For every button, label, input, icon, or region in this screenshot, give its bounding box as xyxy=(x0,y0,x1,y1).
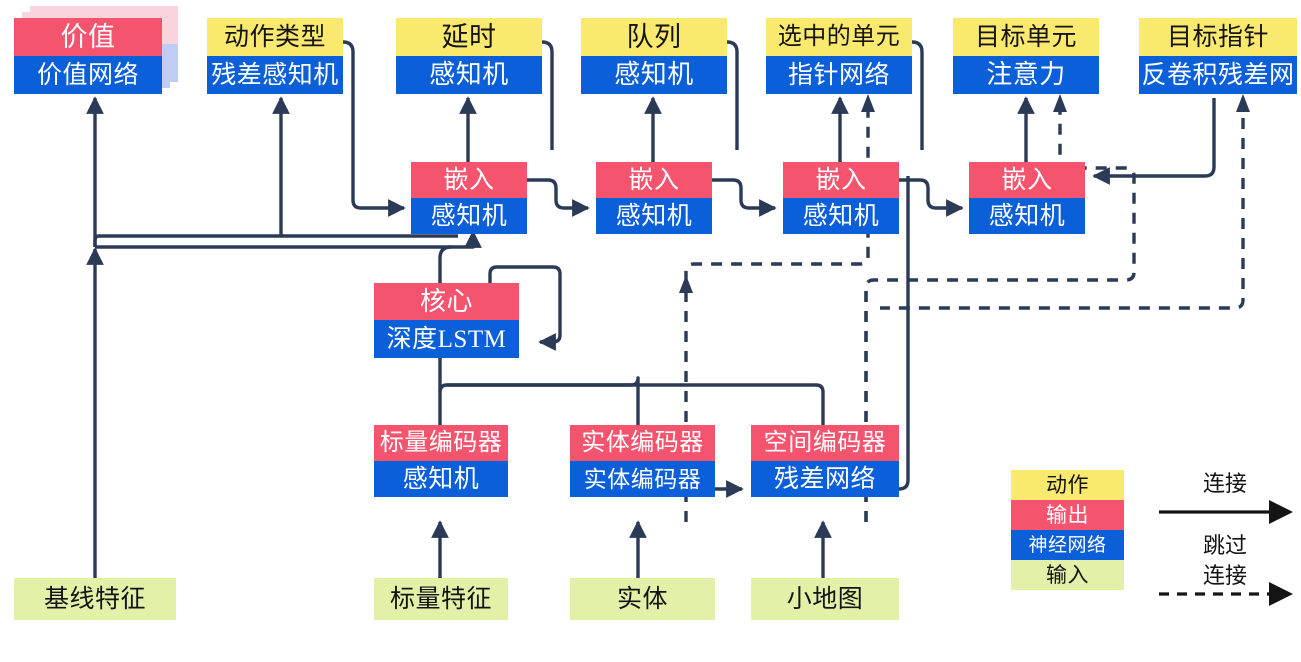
edge-selectedunits-to-embed4 xyxy=(911,40,924,150)
edge-spatialenc-to-targetpoint xyxy=(898,176,910,491)
node-value-top: 价值 xyxy=(14,18,162,56)
node-embed-4-top: 嵌入 xyxy=(969,162,1085,198)
edge-spatialenc-to-bus xyxy=(447,383,825,425)
edge-encoders-merge-bus xyxy=(438,376,640,425)
node-input-scalar-features[interactable]: 标量特征 xyxy=(374,578,508,620)
node-embed-1[interactable]: 嵌入 感知机 xyxy=(411,162,527,234)
node-embed-1-top: 嵌入 xyxy=(411,162,527,198)
node-target-unit[interactable]: 目标单元 注意力 xyxy=(953,18,1099,94)
node-queue-bottom: 感知机 xyxy=(581,56,727,94)
node-selected-units-bottom: 指针网络 xyxy=(766,56,912,94)
node-delay-top: 延时 xyxy=(396,18,542,56)
node-action-type-bottom: 残差感知机 xyxy=(207,56,343,94)
node-value[interactable]: 价值 价值网络 xyxy=(14,18,162,94)
node-scalar-encoder[interactable]: 标量编码器 感知机 xyxy=(374,425,508,497)
node-core[interactable]: 核心 深度LSTM xyxy=(374,283,519,358)
node-input-scalar-features-label: 标量特征 xyxy=(374,578,508,620)
node-embed-3-top: 嵌入 xyxy=(783,162,899,198)
legend-swatch-input: 输入 xyxy=(1011,560,1124,590)
node-embed-3[interactable]: 嵌入 感知机 xyxy=(783,162,899,234)
node-target-point[interactable]: 目标指针 反卷积残差网 xyxy=(1139,18,1297,94)
node-embed-4-bottom: 感知机 xyxy=(969,198,1085,234)
node-input-entities[interactable]: 实体 xyxy=(570,578,715,620)
node-core-top: 核心 xyxy=(374,283,519,320)
edge-queue-to-embed3 xyxy=(726,40,739,150)
node-core-bottom: 深度LSTM xyxy=(374,320,519,358)
legend-solid-arrowhead xyxy=(1269,500,1293,524)
edge-actiontype-to-embed1 xyxy=(342,40,406,217)
node-input-baseline-features[interactable]: 基线特征 xyxy=(14,578,176,620)
node-input-minimap-label: 小地图 xyxy=(751,578,899,620)
skip-arrowheads xyxy=(679,94,1250,293)
legend-edge-key: 连接 跳过 连接 xyxy=(1155,466,1295,606)
edge-delay-to-embed2 xyxy=(541,40,554,150)
legend-swatch-action: 动作 xyxy=(1011,470,1124,500)
node-value-bottom: 价值网络 xyxy=(14,56,162,94)
node-embed-4[interactable]: 嵌入 感知机 xyxy=(969,162,1085,234)
legend-swatch-network: 神经网络 xyxy=(1011,530,1124,560)
node-input-minimap[interactable]: 小地图 xyxy=(751,578,899,620)
node-target-unit-bottom: 注意力 xyxy=(953,56,1099,94)
node-spatial-encoder-top: 空间编码器 xyxy=(751,425,899,461)
legend-skip-label-line2: 连接 xyxy=(1202,563,1247,588)
node-embed-2[interactable]: 嵌入 感知机 xyxy=(596,162,712,234)
node-embed-3-bottom: 感知机 xyxy=(783,198,899,234)
node-target-point-top: 目标指针 xyxy=(1139,18,1297,56)
edge-embed1-to-embed2 xyxy=(527,178,590,217)
legend-swatch-output: 输出 xyxy=(1011,500,1124,530)
node-action-type[interactable]: 动作类型 残差感知机 xyxy=(207,18,343,94)
node-input-entities-label: 实体 xyxy=(570,578,715,620)
node-scalar-encoder-top: 标量编码器 xyxy=(374,425,508,461)
node-embed-2-bottom: 感知机 xyxy=(596,198,712,234)
node-embed-1-bottom: 感知机 xyxy=(411,198,527,234)
legend-swatches: 动作 输出 神经网络 输入 xyxy=(1011,470,1124,590)
node-spatial-encoder[interactable]: 空间编码器 残差网络 xyxy=(751,425,899,497)
edge-core-to-trunk xyxy=(438,230,482,283)
legend-skip-label-line1: 跳过 xyxy=(1202,533,1247,558)
edge-targetpoint-to-embed4 xyxy=(1092,98,1216,185)
legend-connection-label: 连接 xyxy=(1202,471,1247,496)
edge-embed3-to-embed4 xyxy=(899,178,964,217)
node-target-unit-top: 目标单元 xyxy=(953,18,1099,56)
node-queue-top: 队列 xyxy=(581,18,727,56)
node-delay[interactable]: 延时 感知机 xyxy=(396,18,542,94)
edge-trunk-left-riser xyxy=(93,234,458,247)
node-entity-encoder-bottom: 实体编码器 xyxy=(570,461,715,497)
legend-dashed-arrowhead xyxy=(1269,582,1293,606)
node-embed-2-top: 嵌入 xyxy=(596,162,712,198)
node-input-baseline-features-label: 基线特征 xyxy=(14,578,176,620)
node-selected-units-top: 选中的单元 xyxy=(766,18,912,56)
node-delay-bottom: 感知机 xyxy=(396,56,542,94)
node-action-type-top: 动作类型 xyxy=(207,18,343,56)
node-queue[interactable]: 队列 感知机 xyxy=(581,18,727,94)
node-spatial-encoder-bottom: 残差网络 xyxy=(751,461,899,497)
edge-embed2-to-embed3 xyxy=(712,178,777,217)
node-scalar-encoder-bottom: 感知机 xyxy=(374,461,508,497)
node-target-point-bottom: 反卷积残差网 xyxy=(1139,56,1297,94)
node-entity-encoder[interactable]: 实体编码器 实体编码器 xyxy=(570,425,715,497)
node-selected-units[interactable]: 选中的单元 指针网络 xyxy=(766,18,912,94)
node-entity-encoder-top: 实体编码器 xyxy=(570,425,715,461)
